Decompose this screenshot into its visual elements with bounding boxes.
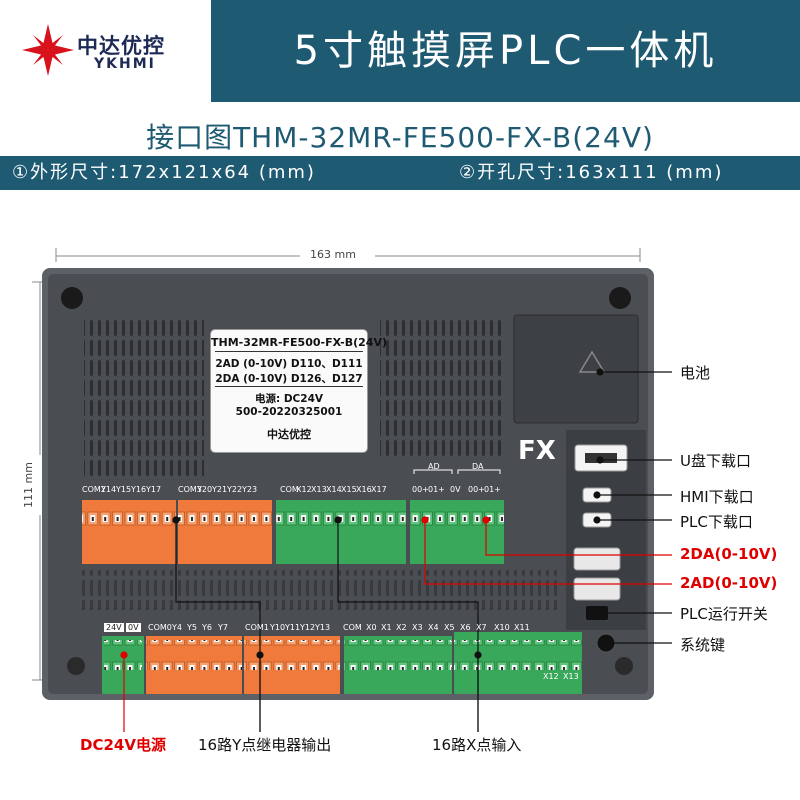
pin-x13: X13 — [563, 672, 579, 681]
width-dimension-line — [55, 248, 641, 262]
label-serial: 500-20220325001 — [235, 406, 343, 418]
vent-left — [84, 318, 204, 478]
page-title: 5寸触摸屏PLC一体机 — [293, 28, 718, 74]
brand-name: 中达优控 — [77, 34, 165, 58]
pin-top-label: Y22 — [227, 485, 243, 494]
pin-top-label: COM2 — [82, 485, 106, 494]
brand-name-en: YKHMI — [94, 56, 156, 72]
logo: 中达优控 YKHMI — [0, 0, 208, 100]
title-banner: 5寸触摸屏PLC一体机 — [211, 0, 800, 102]
pin-bottom-label: X7 — [476, 623, 487, 632]
callout-hmi: HMI下载口 — [680, 488, 754, 506]
fx-mark: FX — [518, 436, 556, 466]
pin-top-label: X17 — [371, 485, 387, 494]
device-label: THM-32MR-FE500-FX-B(24V) 2AD (0-10V) D11… — [211, 330, 387, 452]
ad-terminal — [573, 577, 621, 601]
pin-bottom-label: X1 — [381, 623, 392, 632]
label-model: THM-32MR-FE500-FX-B(24V) — [211, 336, 387, 349]
pin-bottom-label: X2 — [396, 623, 407, 632]
dimensions-bar: ①外形尺寸:172x121x64 (mm) ②开孔尺寸:163x111 (mm) — [0, 156, 800, 190]
pin-top-label: Y14 — [101, 485, 117, 494]
pin-bottom-label: X3 — [412, 623, 423, 632]
pin-bottom-label: Y6 — [202, 623, 212, 632]
callout-power: DC24V电源 — [80, 736, 166, 754]
label-ad: 2AD (0-10V) D110、D111 — [215, 358, 363, 370]
brand-star-icon — [22, 24, 74, 76]
da-terminal — [573, 547, 621, 571]
pin-top-label: COM3 — [178, 485, 202, 494]
pin-top-label: X12 — [296, 485, 312, 494]
header: 中达优控 YKHMI 5寸触摸屏PLC一体机 — [0, 0, 800, 110]
pin-top-label: Y20 — [197, 485, 213, 494]
pin-top-label: Y21 — [212, 485, 228, 494]
callout-plc: PLC下载口 — [680, 513, 753, 531]
pin-top-label: 01+ — [484, 485, 501, 494]
vent-bottom — [80, 570, 560, 610]
pin-bottom-label: Y11 — [285, 623, 301, 632]
pin-top-label: 01+ — [428, 485, 445, 494]
pin-bottom-label: X0 — [366, 623, 377, 632]
pin-top-label: Y17 — [146, 485, 162, 494]
width-dimension: 163 mm — [310, 248, 356, 261]
pin-bottom-label: COM — [343, 623, 362, 632]
pin-bottom-label: Y13 — [315, 623, 331, 632]
callout-relay-output: 16路Y点继电器输出 — [198, 736, 332, 754]
pin-top-label: X14 — [326, 485, 342, 494]
cutout-dimensions: ②开孔尺寸:163x111 (mm) — [459, 162, 724, 183]
vent-right — [380, 318, 504, 458]
height-dimension: 111 mm — [22, 462, 35, 508]
battery-cover — [513, 314, 639, 424]
pin-bottom-label: Y10 — [270, 623, 286, 632]
pin-top-label: Y23 — [242, 485, 258, 494]
pin-top-label: COM — [280, 485, 299, 494]
callout-lines — [172, 368, 672, 732]
pin-top-label: Y15 — [116, 485, 132, 494]
pin-bottom-label: X10 — [494, 623, 510, 632]
callout-battery: 电池 — [680, 364, 711, 382]
pin-top-label: 00+ — [468, 485, 485, 494]
pin-bottom-label: X11 — [514, 623, 530, 632]
pin-top-label: X16 — [356, 485, 372, 494]
pin-bottom-label: Y12 — [300, 623, 316, 632]
pin-bottom-label: X6 — [460, 623, 471, 632]
screw-holes — [61, 287, 633, 675]
pin-bottom-label: Y5 — [187, 623, 197, 632]
push-arrow-icon — [578, 350, 606, 373]
outline-dimensions: ①外形尺寸:172x121x64 (mm) — [12, 162, 316, 183]
pin-bottom-label: COM1 — [245, 623, 269, 632]
pin-top-label: X15 — [341, 485, 357, 494]
ad-da-bracket — [413, 469, 501, 474]
pin-bottom-label: Y4 — [172, 623, 182, 632]
callout-lines-red — [120, 516, 672, 732]
pin-bottom-label: X4 — [428, 623, 439, 632]
callout-x-input: 16路X点输入 — [432, 736, 522, 754]
ad-group-label: AD — [428, 462, 440, 471]
pin-bottom-label: 24V — [104, 623, 124, 632]
callout-da: 2DA(0-10V) — [680, 545, 778, 563]
pin-top-label: 00+ — [412, 485, 429, 494]
pin-bottom-label: 0V — [126, 623, 141, 632]
pin-bottom-label: Y7 — [218, 623, 228, 632]
callout-usb: U盘下载口 — [680, 452, 751, 470]
label-da: 2DA (0-10V) D126、D127 — [215, 373, 363, 385]
callout-ad: 2AD(0-10V) — [680, 574, 778, 592]
callout-run-switch: PLC运行开关 — [680, 605, 768, 623]
pin-top-label: 0V — [450, 485, 461, 494]
subtitle: 接口图THM-32MR-FE500-FX-B(24V) — [146, 121, 654, 154]
pin-bottom-label: X5 — [444, 623, 455, 632]
label-brand: 中达优控 — [267, 428, 311, 441]
pin-top-label: Y16 — [131, 485, 147, 494]
pin-bottom-label: COM0 — [148, 623, 172, 632]
label-power: 电源: DC24V — [254, 393, 323, 405]
callout-system-key: 系统键 — [680, 636, 726, 654]
pin-x12: X12 — [543, 672, 559, 681]
pin-top-label: X13 — [311, 485, 327, 494]
da-group-label: DA — [472, 462, 484, 471]
